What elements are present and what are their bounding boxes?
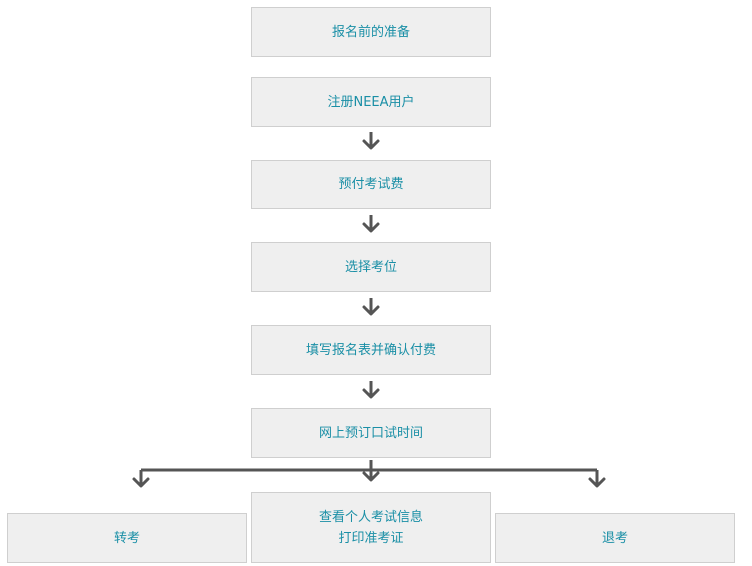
step-register-neea: 注册NEEA用户 [251, 77, 491, 127]
branch-transfer-label: 转考 [113, 530, 140, 546]
step-register-neea-label: 注册NEEA用户 [327, 94, 415, 110]
step-book-speaking: 网上预订口试时间 [251, 408, 491, 458]
step-fill-form-pay-label: 填写报名表并确认付费 [305, 342, 436, 358]
branch-view-info: 查看个人考试信息 打印准考证 [251, 492, 491, 563]
branch-withdraw-label: 退考 [601, 530, 628, 546]
step-prepare-label: 报名前的准备 [331, 24, 410, 40]
branch-connector [132, 460, 606, 488]
step-select-seat-label: 选择考位 [344, 259, 397, 275]
branch-transfer: 转考 [7, 513, 247, 563]
step-book-speaking-label: 网上预订口试时间 [318, 425, 423, 441]
step-prepare: 报名前的准备 [251, 7, 491, 57]
branch-view-info-line1: 查看个人考试信息 [318, 509, 423, 525]
arrow-5-6 [362, 381, 380, 399]
arrow-3-4 [362, 215, 380, 233]
step-prepay-fee-label: 预付考试费 [338, 177, 404, 192]
step-select-seat: 选择考位 [251, 242, 491, 292]
step-prepay-fee: 预付考试费 [251, 160, 491, 209]
branch-view-info-line2: 打印准考证 [338, 530, 404, 546]
arrow-2-3 [362, 132, 380, 150]
branch-withdraw: 退考 [495, 513, 735, 563]
arrow-4-5 [362, 298, 380, 316]
step-fill-form-pay: 填写报名表并确认付费 [251, 325, 491, 375]
